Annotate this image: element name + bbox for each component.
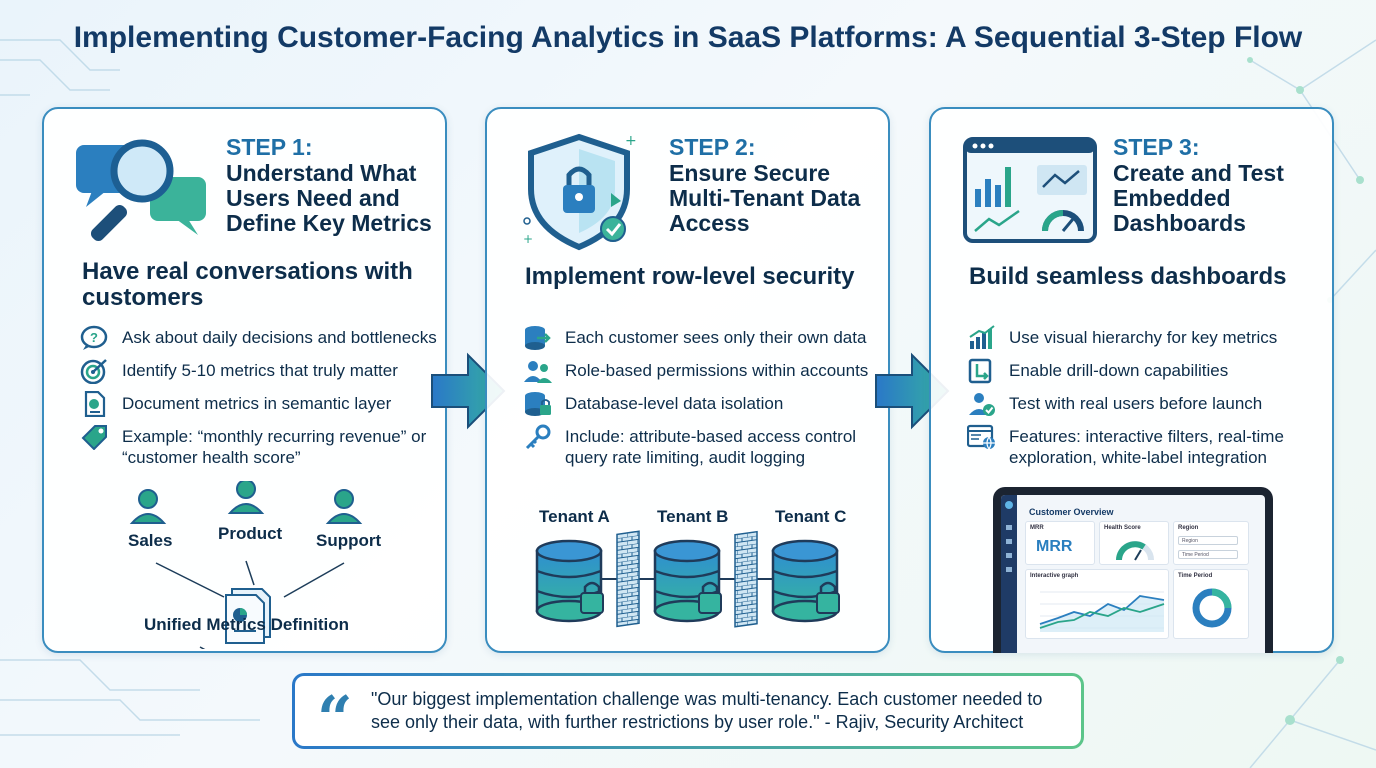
- database-icon: [653, 539, 722, 623]
- bullet-text: Database-level data isolation: [565, 394, 784, 413]
- list-item: Include: attribute-based access control …: [523, 424, 883, 468]
- region-select[interactable]: Region: [1178, 536, 1238, 545]
- list-item: Features: interactive filters, real-time…: [967, 424, 1327, 468]
- database-icon: [771, 539, 840, 623]
- region-label: Region: [1178, 525, 1199, 531]
- user-check-icon: [969, 393, 995, 416]
- dashboard-screen: Customer Overview MRR MRR Health Score R…: [1001, 495, 1265, 653]
- donut-chart: [1192, 588, 1232, 628]
- step-headline: Implement row-level security: [525, 263, 855, 290]
- mrr-value: MRR: [1036, 538, 1073, 555]
- document-icon: [84, 391, 106, 417]
- tag-icon: [81, 425, 107, 450]
- list-item: Test with real users before launch: [967, 393, 1327, 416]
- tenant-database-graphic: [535, 530, 840, 628]
- step-3-card: STEP 3: Create and Test Embedded Dashboa…: [929, 107, 1334, 653]
- health-score-panel: Health Score: [1099, 521, 1169, 565]
- bullet-text: Use visual hierarchy for key metrics: [1009, 328, 1278, 347]
- page-title: Implementing Customer-Facing Analytics i…: [73, 21, 1303, 54]
- graph-label: Interactive graph: [1030, 573, 1079, 579]
- list-item: ? Ask about daily decisions and bottlene…: [80, 325, 440, 350]
- bullet-list: Use visual hierarchy for key metrics Ena…: [967, 325, 1327, 480]
- question-bubble-icon: ?: [80, 325, 108, 350]
- tenant-label: Tenant C: [775, 507, 847, 526]
- step-label: STEP 2:: [669, 134, 756, 160]
- mrr-label: MRR: [1030, 525, 1044, 531]
- time-period-label: Time Period: [1178, 573, 1213, 579]
- bar-growth-icon: [969, 325, 995, 349]
- quote-mark-icon: “: [317, 682, 353, 755]
- person-icon: [129, 481, 363, 524]
- interactive-graph-panel: Interactive graph: [1025, 569, 1169, 639]
- list-item: Enable drill-down capabilities: [967, 358, 1327, 384]
- quote-text: "Our biggest implementation challenge wa…: [371, 689, 1043, 732]
- stakeholder-diagram: [129, 481, 363, 649]
- step-headline: Build seamless dashboards: [969, 263, 1287, 290]
- tenant-label: Tenant A: [539, 507, 610, 526]
- time-period-select[interactable]: Time Period: [1178, 550, 1238, 559]
- step-label: STEP 1:: [226, 134, 313, 160]
- svg-text:+: +: [625, 133, 637, 149]
- quote-box: “ "Our biggest implementation challenge …: [292, 673, 1084, 750]
- people-label-sales: Sales: [128, 531, 173, 550]
- svg-text:+: +: [523, 232, 533, 246]
- list-item: Each customer sees only their own data: [523, 326, 883, 350]
- list-item: Example: “monthly recurring revenue” or …: [80, 425, 440, 468]
- step-2-card: + + STEP 2: Ensure Secure Multi-Tenant D…: [485, 107, 890, 653]
- bullet-text: Features: interactive filters, real-time…: [1009, 427, 1284, 467]
- list-item: Use visual hierarchy for key metrics: [967, 325, 1327, 349]
- gauge-icon: [1116, 541, 1154, 561]
- drilldown-icon: [968, 358, 992, 384]
- bullet-text: Test with real users before launch: [1009, 394, 1263, 413]
- magnifier-chat-icon: [76, 139, 206, 242]
- step-title: Create and Test Embedded Dashboards: [1113, 160, 1284, 236]
- bullet-text: Role-based permissions within accounts: [565, 361, 869, 380]
- health-score-label: Health Score: [1104, 525, 1141, 531]
- bullet-text: Ask about daily decisions and bottleneck…: [122, 328, 437, 347]
- dashboard-window-icon: [963, 137, 1097, 243]
- bullet-list: Each customer sees only their own data R…: [523, 326, 883, 480]
- database-icon: [535, 539, 604, 623]
- bullet-text: Include: attribute-based access control …: [565, 427, 857, 467]
- dashboard-preview: Customer Overview MRR MRR Health Score R…: [993, 487, 1273, 653]
- svg-text:?: ?: [90, 330, 98, 345]
- step-title: Ensure Secure Multi-Tenant Data Access: [669, 160, 861, 236]
- line-graph: [1039, 591, 1165, 632]
- tenant-label: Tenant B: [657, 507, 729, 526]
- dashboard-sidebar: [1001, 495, 1017, 653]
- people-label-support: Support: [316, 531, 382, 550]
- shield-lock-icon: + +: [523, 133, 637, 251]
- database-lock-icon: [525, 392, 551, 416]
- dashboard-title: Customer Overview: [1029, 507, 1114, 517]
- tenant-diagram: Tenant A Tenant B Tenant C: [527, 507, 867, 637]
- mrr-panel: MRR MRR: [1025, 521, 1095, 565]
- list-item: Role-based permissions within accounts: [523, 360, 883, 383]
- unified-metrics-label: Unified Metrics Definition: [144, 615, 349, 634]
- step-label: STEP 3:: [1113, 134, 1200, 160]
- bullet-text: Document metrics in semantic layer: [122, 394, 392, 413]
- users-icon: [524, 361, 552, 383]
- bullet-text: Each customer sees only their own data: [565, 328, 867, 347]
- bullet-text: Enable drill-down capabilities: [1009, 361, 1229, 380]
- region-filter-panel: Region Region Time Period: [1173, 521, 1249, 565]
- step-title: Understand What Users Need and Define Ke…: [226, 160, 432, 236]
- sidebar-icons: [1005, 501, 1013, 572]
- list-item: Document metrics in semantic layer: [80, 391, 440, 417]
- bullet-list: ? Ask about daily decisions and bottlene…: [80, 325, 440, 480]
- people-label-product: Product: [218, 524, 283, 543]
- browser-globe-icon: [967, 424, 995, 450]
- bullet-text: Example: “monthly recurring revenue” or …: [122, 427, 427, 467]
- step-headline: Have real conversations with customers: [82, 258, 413, 311]
- key-icon: [525, 424, 551, 450]
- database-arrow-icon: [525, 326, 551, 350]
- time-period-panel: Time Period: [1173, 569, 1249, 639]
- bullet-text: Identify 5-10 metrics that truly matter: [122, 361, 398, 380]
- quote-inner: “ "Our biggest implementation challenge …: [295, 676, 1081, 750]
- list-item: Identify 5-10 metrics that truly matter: [80, 359, 440, 384]
- list-item: Database-level data isolation: [523, 392, 883, 416]
- target-icon: [80, 359, 107, 384]
- metrics-document-icon: [225, 588, 271, 644]
- step-1-card: STEP 1: Understand What Users Need and D…: [42, 107, 447, 653]
